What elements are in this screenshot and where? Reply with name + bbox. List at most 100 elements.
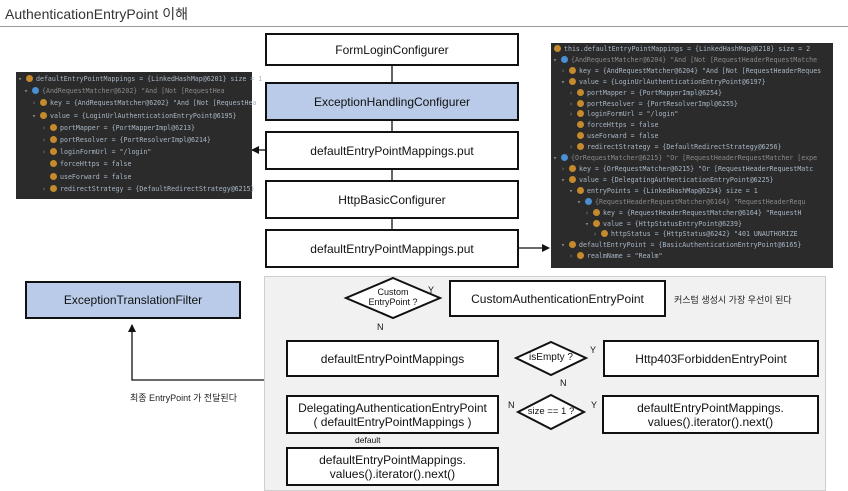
size-yes-label: Y	[591, 400, 598, 410]
delegating-entry-point-box: DelegatingAuthenticationEntryPoint ( def…	[286, 395, 499, 434]
field-icon	[601, 230, 608, 238]
entry-icon	[561, 154, 568, 162]
custom-yes-label: Y	[428, 285, 435, 295]
collapse-arrow-icon: ▾	[561, 241, 565, 250]
debug-row: ▾entryPoints = {LinkedHashMap@6234} size…	[569, 186, 758, 195]
debug-row: ›loginFormUrl = "/login"	[569, 110, 679, 119]
field-icon	[569, 77, 576, 85]
exception-handling-configurer-box: ExceptionHandlingConfigurer	[265, 82, 519, 121]
field-icon	[50, 160, 57, 168]
mappings-put-box-2: defaultEntryPointMappings.put	[265, 229, 519, 268]
field-icon	[569, 241, 576, 249]
debug-row: ›key = {RequestHeaderRequestMatcher@6164…	[585, 208, 802, 217]
entry-icon	[32, 87, 39, 95]
collapse-arrow-icon: ▾	[18, 75, 22, 83]
debug-row: ▾value = {LoginUrlAuthenticationEntryPoi…	[561, 77, 766, 86]
final-entrypoint-note: 최종 EntryPoint 가 전달된다	[130, 393, 237, 403]
field-icon	[554, 45, 561, 52]
isempty-decision	[513, 340, 589, 377]
field-icon	[577, 88, 584, 96]
field-icon	[50, 184, 57, 192]
debug-row: ▾defaultEntryPointMappings = {LinkedHash…	[18, 73, 262, 85]
field-icon	[569, 175, 576, 183]
collapse-arrow-icon: ▾	[32, 111, 36, 120]
right-debug-panel: this.defaultEntryPointMappings = {Linked…	[551, 43, 833, 268]
custom-no-label: N	[377, 322, 384, 332]
exception-translation-filter-box: ExceptionTranslationFilter	[25, 281, 241, 319]
field-icon	[577, 143, 584, 151]
debug-row: ›portMapper = {PortMapperImpl@6213}	[18, 122, 250, 134]
collapse-arrow-icon: ▾	[553, 55, 557, 64]
collapse-arrow-icon: ▾	[24, 87, 28, 96]
expand-arrow-icon: ›	[42, 123, 46, 132]
custom-decision-label: Custom EntryPoint ?	[368, 287, 418, 307]
collapse-arrow-icon: ▾	[569, 186, 573, 195]
debug-row: ▾{OrRequestMatcher@6215} "Or [RequestHea…	[553, 154, 818, 163]
isempty-no-label: N	[560, 378, 567, 388]
debug-row: ›portMapper = {PortMapperImpl@6254}	[569, 88, 722, 97]
debug-row: ▾{AndRequestMatcher@6202} "And [Not [Req…	[18, 85, 250, 97]
entry-icon	[585, 197, 592, 205]
collapse-arrow-icon: ▾	[553, 154, 557, 163]
expand-arrow-icon: ›	[42, 136, 46, 145]
debug-row: ›loginFormUrl = "/login"	[18, 146, 250, 158]
debug-row: ▾value = {DelegatingAuthenticationEntryP…	[561, 175, 774, 184]
debug-row: this.defaultEntryPointMappings = {Linked…	[553, 44, 831, 55]
field-icon	[577, 99, 584, 107]
expand-arrow-icon: ›	[561, 66, 565, 75]
expand-arrow-icon: ›	[42, 184, 46, 193]
field-icon	[50, 172, 57, 180]
field-icon	[577, 110, 584, 118]
debug-row: forceHttps = false	[553, 120, 831, 131]
debug-row: ›key = {AndRequestMatcher@6204} "And [No…	[561, 66, 822, 75]
default-mappings-box: defaultEntryPointMappings	[286, 340, 499, 377]
field-icon	[40, 111, 47, 119]
expand-arrow-icon: ›	[569, 88, 573, 97]
debug-row: ▾defaultEntryPoint = {BasicAuthenticatio…	[561, 241, 802, 250]
collapse-arrow-icon: ▾	[585, 219, 589, 228]
debug-row: ▾{RequestHeaderRequestMatcher@6164} "Req…	[577, 197, 806, 206]
page-title: AuthenticationEntryPoint 이해	[5, 6, 188, 22]
single-value-box: defaultEntryPointMappings. values().iter…	[602, 395, 819, 434]
isempty-yes-label: Y	[590, 345, 597, 355]
http-basic-configurer-box: HttpBasicConfigurer	[265, 180, 519, 219]
field-icon	[577, 186, 584, 194]
field-icon	[577, 252, 584, 260]
expand-arrow-icon: ›	[561, 164, 565, 173]
debug-row: ▾value = {HttpStatusEntryPoint@6239}	[585, 219, 742, 228]
expand-arrow-icon: ›	[42, 148, 46, 157]
field-icon	[50, 136, 57, 144]
debug-row: ›key = {AndRequestMatcher@6202} "And [No…	[18, 97, 256, 109]
field-icon	[26, 75, 33, 82]
entry-icon	[561, 55, 568, 63]
debug-row: ›httpStatus = {HttpStatus@6242} "401 UNA…	[593, 230, 798, 239]
custom-entrypoint-decision	[343, 276, 443, 320]
debug-row: ›portResolver = {PortResolverImpl@6255}	[569, 99, 738, 108]
debug-row: ›portResolver = {PortResolverImpl@6214}	[18, 134, 250, 146]
arrow-to-filter	[128, 324, 264, 381]
size-decision	[515, 393, 587, 431]
isempty-decision-label: isEmpty ?	[529, 352, 573, 363]
left-debug-panel: ▾defaultEntryPointMappings = {LinkedHash…	[16, 72, 262, 199]
expand-arrow-icon: ›	[585, 208, 589, 217]
default-label: default	[355, 435, 381, 445]
field-icon	[40, 99, 47, 107]
collapse-arrow-icon: ▾	[561, 77, 565, 86]
field-icon	[50, 123, 57, 131]
expand-arrow-icon: ›	[593, 230, 597, 239]
expand-arrow-icon: ›	[32, 99, 36, 108]
size-no-label: N	[508, 400, 515, 410]
debug-row: useForward = false	[18, 171, 250, 183]
expand-arrow-icon: ›	[569, 99, 573, 108]
expand-arrow-icon: ›	[569, 110, 573, 119]
debug-row: ▾value = {LoginUrlAuthenticationEntryPoi…	[18, 110, 250, 122]
debug-row: ▾{AndRequestMatcher@6204} "And [Not [Req…	[553, 55, 818, 64]
http403-entry-point-box: Http403ForbiddenEntryPoint	[603, 340, 819, 377]
debug-row: ›redirectStrategy = {DefaultRedirectStra…	[18, 183, 255, 195]
expand-arrow-icon: ›	[569, 143, 573, 152]
field-icon	[569, 66, 576, 74]
field-icon	[569, 164, 576, 172]
custom-entry-point-box: CustomAuthenticationEntryPoint	[449, 280, 666, 317]
debug-row: ›redirectStrategy = {DefaultRedirectStra…	[569, 143, 782, 152]
expand-arrow-icon: ›	[569, 252, 573, 261]
